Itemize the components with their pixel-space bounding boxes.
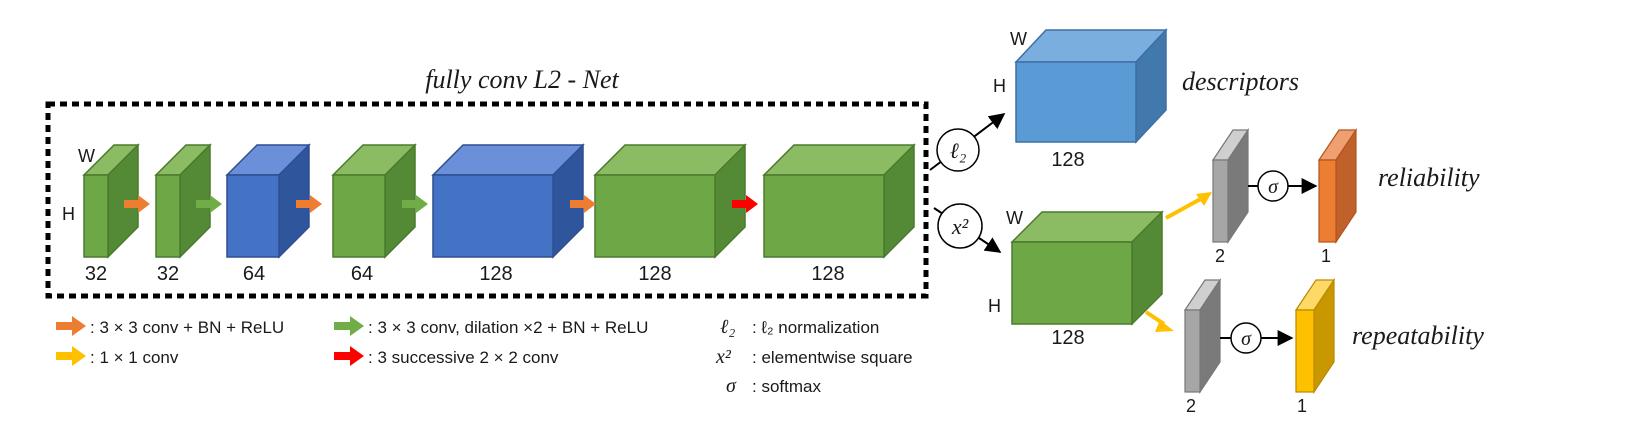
legend-text: : 3 successive 2 × 2 conv (368, 348, 559, 367)
reliability-sigma-node (1257, 170, 1289, 202)
reliability-conv-arrow (1165, 194, 1207, 220)
squared-width-label: W (1006, 208, 1023, 228)
repeatability-conv-arrowhead (1155, 320, 1174, 332)
network-title: fully conv L2 - Net (425, 65, 619, 94)
repeatability-sigma-label: σ (1241, 328, 1252, 350)
repeatability-sigma-node (1230, 322, 1262, 354)
layer-block-3 (225, 143, 311, 259)
layer-front-face (83, 174, 109, 258)
symbol: x² (715, 346, 732, 368)
legend-item-red: : 3 successive 2 × 2 conv (334, 346, 559, 367)
l2-op-node (936, 128, 980, 172)
reliability-conv-arrowhead (1196, 192, 1212, 206)
l2-op-label: ℓ₂ (950, 138, 967, 163)
descriptor-width-label: W (1010, 29, 1027, 49)
width-label: W (78, 146, 95, 166)
square-op-node (937, 203, 983, 249)
layer-block-5 (431, 143, 585, 259)
symbol-text: : ℓ₂ normalization (752, 318, 879, 337)
symbol-key: ℓ₂ : ℓ₂ normalization x² : elementwise s… (715, 316, 913, 397)
squared-channels: 128 (1051, 327, 1084, 349)
layer-block-2 (154, 143, 212, 259)
layer-front-face (155, 174, 181, 258)
legend-red-arrow-icon (334, 346, 364, 366)
layer-channels: 128 (479, 263, 512, 285)
layer-channels: 128 (638, 263, 671, 285)
repeatability-label: repeatability (1352, 321, 1484, 350)
descriptors-label: descriptors (1182, 67, 1299, 96)
orange-arrow-icon (296, 195, 322, 213)
repeatability-head: 2 σ 1 repeatability (1144, 278, 1484, 416)
reliability-input-channels: 2 (1215, 246, 1225, 266)
layer-block-6 (593, 143, 747, 259)
layer-channels: 32 (157, 263, 179, 285)
squared-block (1010, 210, 1164, 326)
layer-block-7 (762, 143, 916, 259)
repeatability-output-channels: 1 (1297, 396, 1307, 416)
reliability-label: reliability (1378, 163, 1480, 192)
legend-text: : 3 × 3 conv, dilation ×2 + BN + ReLU (368, 318, 648, 337)
orange-arrow-icon (570, 195, 596, 213)
legend-item-yellow: : 1 × 1 conv (56, 346, 179, 367)
legend: : 3 × 3 conv + BN + ReLU : 3 × 3 conv, d… (56, 316, 648, 367)
network-frame (45, 101, 929, 299)
layer-front-face (432, 174, 554, 258)
layer-channels: 64 (243, 263, 265, 285)
layer-block-4 (331, 143, 417, 259)
layer-block-1 (82, 143, 140, 259)
reliability-output-channels: 1 (1321, 246, 1331, 266)
orange-arrow-icon (124, 195, 150, 213)
reliability-output-block (1317, 128, 1358, 244)
repeatability-input-channels: 2 (1186, 396, 1196, 416)
legend-item-green: : 3 × 3 conv, dilation ×2 + BN + ReLU (334, 316, 648, 337)
green-arrow-icon (402, 195, 428, 213)
layer-front-face (763, 174, 885, 258)
symbol-text: : elementwise square (752, 348, 913, 367)
squared-height-label: H (988, 296, 1001, 316)
layer-channels: 32 (85, 263, 107, 285)
red-arrow-icon (732, 195, 758, 213)
height-label: H (62, 204, 75, 224)
green-arrow-icon (196, 195, 222, 213)
layer-front-face (226, 174, 280, 258)
layer-channels: 64 (351, 263, 373, 285)
reliability-head: 2 σ 1 reliability (1165, 128, 1480, 266)
legend-yellow-arrow-icon (56, 346, 86, 366)
symbol: ℓ₂ (720, 316, 735, 338)
symbol: σ (726, 375, 737, 397)
descriptor-channels: 128 (1051, 149, 1084, 171)
legend-text: : 1 × 1 conv (90, 348, 179, 367)
layer-front-face (594, 174, 716, 258)
layer-channels: 128 (811, 263, 844, 285)
repeatability-input-block (1183, 278, 1222, 394)
squared-branch: x² W H 128 (933, 203, 1164, 349)
descriptor-branch: ℓ₂ W H 128 descriptors (929, 28, 1299, 172)
square-op-label: x² (951, 214, 969, 239)
legend-green-arrow-icon (334, 316, 364, 336)
descriptor-height-label: H (993, 76, 1006, 96)
layer-front-face (332, 174, 386, 258)
legend-orange-arrow-icon (56, 316, 86, 336)
descriptor-block (1014, 28, 1168, 144)
symbol-text: : softmax (752, 377, 821, 396)
repeatability-output-block (1294, 278, 1336, 394)
network-layers: 32 32 64 64 128 128 128 (82, 143, 916, 285)
reliability-input-block (1211, 128, 1250, 244)
legend-item-orange: : 3 × 3 conv + BN + ReLU (56, 316, 284, 337)
legend-text: : 3 × 3 conv + BN + ReLU (90, 318, 284, 337)
reliability-sigma-label: σ (1268, 176, 1279, 198)
